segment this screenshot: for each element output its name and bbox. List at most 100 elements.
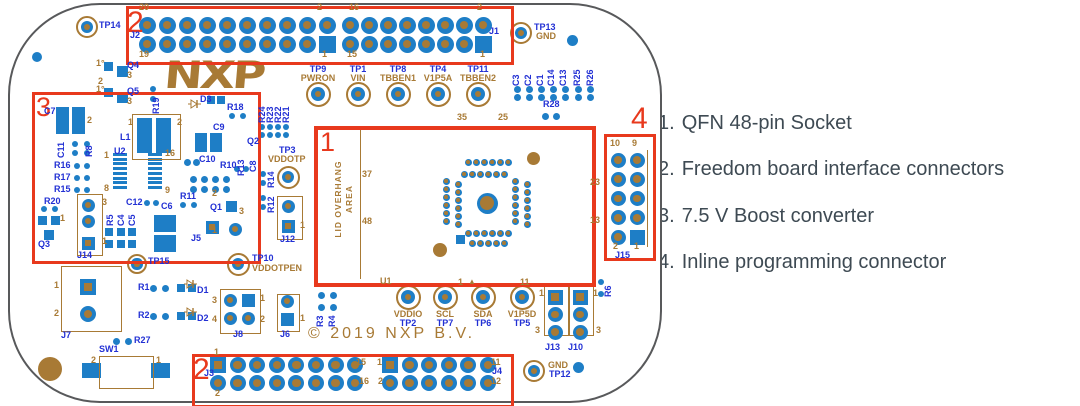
- component-pad: [189, 185, 197, 193]
- connector-J4-pin-core: [405, 378, 414, 388]
- qfn-pad-core: [456, 182, 460, 186]
- connector-J3-pin-core: [292, 378, 301, 388]
- qfn-pad-core: [502, 241, 506, 245]
- silk-label-C10: C10: [199, 154, 216, 164]
- silk-label-TP10: TP10: [252, 253, 274, 263]
- connector-J3-pin-core: [213, 378, 223, 388]
- connector-J1-pin-core: [383, 39, 393, 49]
- silk-label-1: 1: [480, 49, 486, 59]
- testpoint-TP13-core: [518, 30, 524, 36]
- connector-J1-pin-core: [364, 39, 374, 49]
- silk-label-1: 1: [214, 347, 220, 357]
- component-pad: [566, 34, 578, 46]
- qfn-pad-core: [525, 222, 529, 226]
- component-pad: [572, 361, 584, 373]
- u2-pin: [113, 153, 127, 156]
- annotation-number-2: 2: [193, 353, 210, 386]
- connector-J7-pin-core: [83, 282, 93, 292]
- legend-item-2: 2.Freedom board interface connectors: [658, 158, 1004, 181]
- legend-item-1: 1.QFN 48-pin Socket: [658, 112, 852, 135]
- u2-pin: [148, 171, 162, 175]
- silk-label-Q5: Q5: [127, 86, 140, 96]
- silk-label-9: 9: [632, 138, 638, 148]
- testpoint-TP4-core: [434, 90, 442, 98]
- component-pad: [586, 93, 594, 101]
- silk-label-R17: R17: [54, 172, 71, 182]
- connector-J2-pin-core: [142, 20, 152, 30]
- qfn-pad-core: [494, 241, 498, 245]
- u2-pin: [148, 181, 162, 185]
- silk-label-R8: R8: [84, 145, 94, 157]
- silk-label-3: 3: [239, 206, 245, 216]
- qfn-pad-core: [466, 160, 470, 164]
- silk-label-2: 2: [215, 388, 221, 398]
- u2-pin: [113, 185, 127, 189]
- silk-label-16: 16: [349, 2, 360, 12]
- connector-J1-pin-core: [402, 39, 412, 49]
- u2-pin: [148, 185, 162, 189]
- silk-label-9: 9: [165, 185, 171, 195]
- silk-label-C3: C3: [511, 74, 521, 86]
- component-pad: [74, 187, 80, 193]
- silk-label-2: 2: [91, 355, 97, 365]
- component-pad: [267, 132, 273, 138]
- silk-label-1: 1: [634, 241, 640, 251]
- component-pad: [222, 175, 230, 183]
- silk-label-V1P5D: V1P5D: [507, 309, 537, 319]
- component-pad: [38, 216, 47, 225]
- component-pad: [260, 195, 266, 201]
- silk-label-1: 1: [60, 213, 66, 223]
- qfn-pad-core: [525, 214, 529, 218]
- connector-J1-pin-core: [421, 39, 431, 49]
- silk-label-C1: C1: [535, 74, 545, 86]
- testpoint-TP12-core: [531, 368, 537, 374]
- component-pad: [188, 312, 196, 320]
- silk-label-16: 16: [359, 376, 370, 386]
- component-pad: [150, 96, 156, 102]
- component-pad: [259, 132, 265, 138]
- silk-outline: [99, 356, 154, 389]
- silk-label-1: 1°: [96, 84, 105, 94]
- silk-label-2: 2: [477, 2, 483, 12]
- connector-J4-pin-core: [405, 360, 414, 370]
- component-pad: [317, 303, 325, 311]
- component-pad: [104, 62, 113, 71]
- component-pad: [317, 291, 325, 299]
- qfn-pad-core: [498, 160, 502, 164]
- connector-J1-pin-core: [345, 20, 355, 30]
- u2-pin: [113, 167, 127, 171]
- qfn-center-core: [479, 195, 495, 211]
- testpoint-TP2-core: [404, 293, 412, 301]
- u2-pin: [148, 162, 162, 166]
- connector-J10-pin-core: [576, 328, 584, 336]
- silk-label-C11: C11: [56, 141, 66, 158]
- silk-label-C7: C7: [44, 106, 56, 116]
- silk-label-R15: R15: [54, 184, 71, 194]
- component-pad: [211, 185, 219, 193]
- connector-J15-pin-core: [614, 156, 622, 164]
- silk-label-GND: GND: [536, 31, 556, 41]
- silk-outline: [132, 114, 181, 160]
- component-pad: [137, 118, 152, 153]
- qfn-pin1-square: [455, 234, 465, 244]
- silk-label-TP7: TP7: [436, 318, 454, 328]
- qfn-pad-core: [506, 160, 510, 164]
- component-pad: [260, 171, 266, 177]
- silk-label-R25: R25: [572, 69, 582, 86]
- annotation-box-3: [32, 92, 261, 264]
- component-pad: [561, 93, 569, 101]
- silk-label-R10: R10: [220, 160, 237, 170]
- silk-label-3: 3: [535, 325, 541, 335]
- component-pad: [283, 124, 289, 130]
- silk-label-25: 25: [498, 112, 509, 122]
- silk-label-TP13: TP13: [534, 22, 556, 32]
- connector-J13-pin-core: [551, 328, 559, 336]
- silk-label-C12: C12: [126, 197, 143, 207]
- component-pad: [128, 240, 136, 248]
- component-pad: [74, 175, 80, 181]
- connector-J2-pin-core: [262, 20, 272, 30]
- legend-item-number: 3.: [658, 205, 675, 227]
- qfn-pad-core: [486, 172, 490, 176]
- silk-label-8: 8: [104, 183, 110, 193]
- silk-label-20: 20: [139, 2, 150, 12]
